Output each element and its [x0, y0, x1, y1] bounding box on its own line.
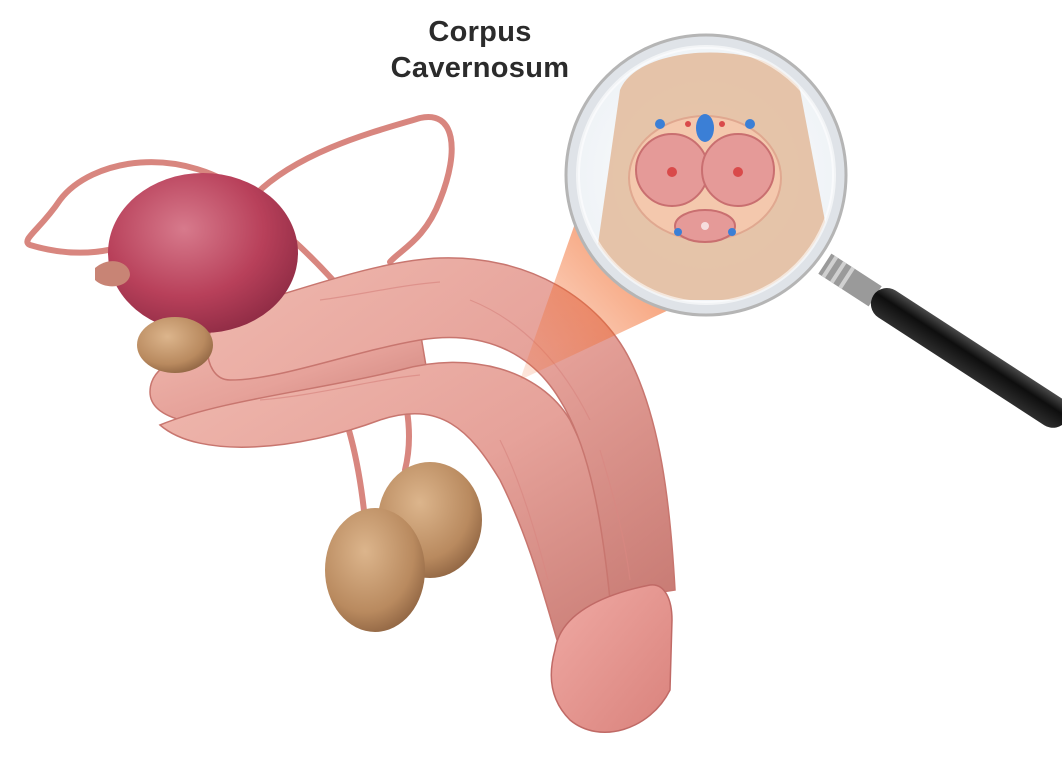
label-line-2: Cavernosum — [370, 50, 590, 86]
dorsal-vein — [696, 114, 714, 142]
bladder — [108, 173, 298, 333]
testis-left — [325, 508, 425, 632]
deep-artery-right — [733, 167, 743, 177]
prostate — [137, 317, 213, 373]
label-line-1: Corpus — [370, 14, 590, 50]
corpus-cavernosum-label: Corpus Cavernosum — [370, 14, 590, 86]
urethra — [701, 222, 709, 230]
magnifying-glass-icon — [566, 35, 1062, 434]
deep-artery-left — [667, 167, 677, 177]
